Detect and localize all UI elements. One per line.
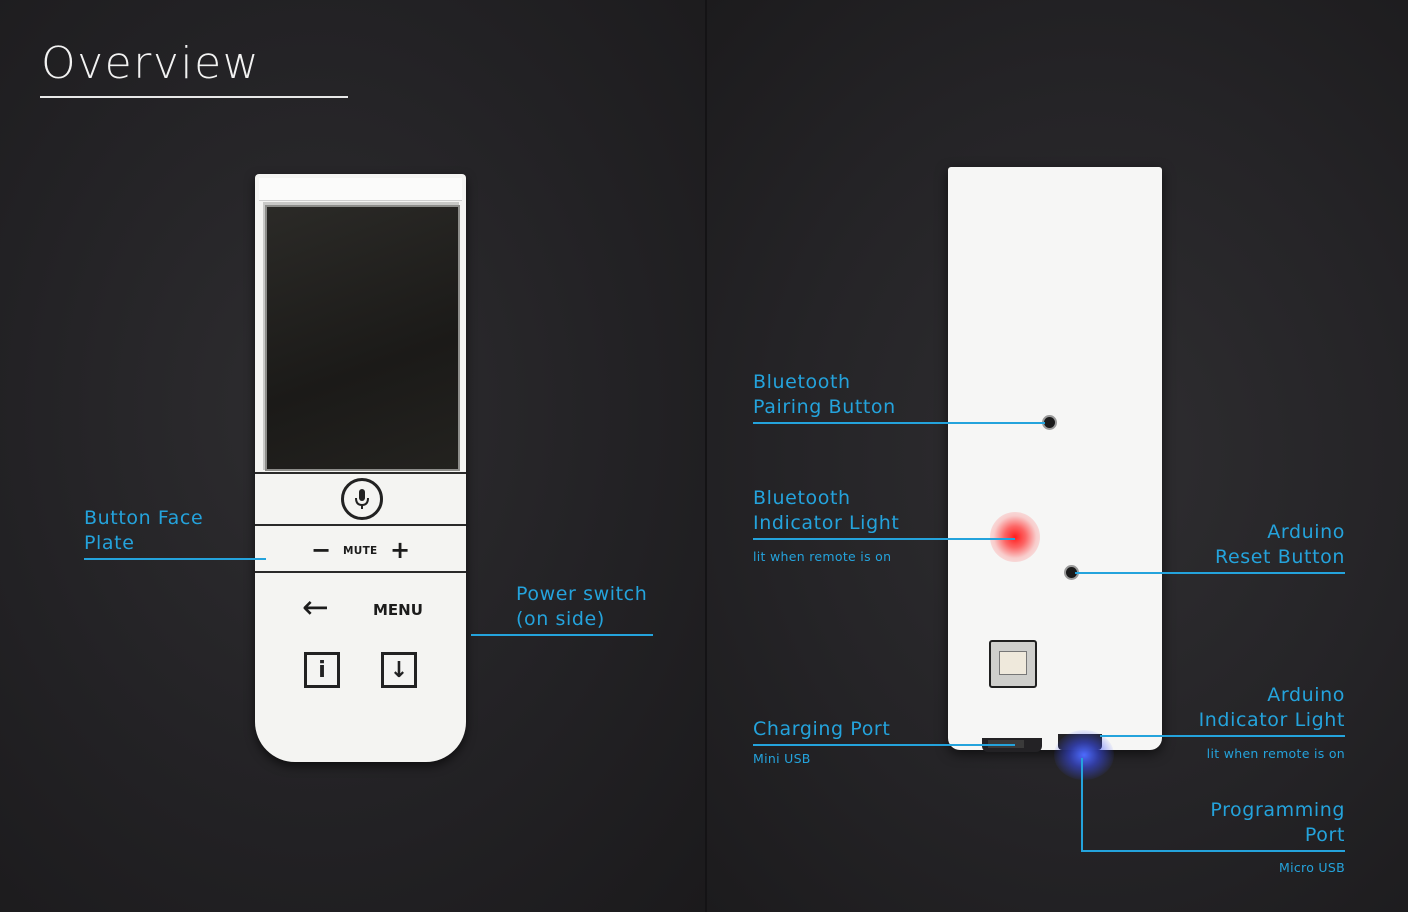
panel-divider <box>705 0 707 912</box>
callout-line: Reset Button <box>1215 546 1345 568</box>
remote-top-strip <box>259 178 462 201</box>
callout-line: Button Face <box>84 507 204 529</box>
callout-line: Indicator Light <box>1198 709 1345 731</box>
download-icon: ↓ <box>381 652 417 688</box>
callout-programming-port: Programming Port <box>1210 798 1345 848</box>
page-title: Overview <box>41 38 261 89</box>
pairing-button-hole <box>1044 417 1055 428</box>
callout-line: Programming <box>1210 799 1345 821</box>
leader-line <box>1075 572 1345 574</box>
red-indicator-light <box>990 512 1040 562</box>
plate-edge <box>255 524 466 526</box>
callout-line: (on side) <box>516 608 605 630</box>
title-underline <box>40 96 348 98</box>
mute-label: MUTE <box>343 545 378 557</box>
callout-note: lit when remote is on <box>753 549 892 564</box>
connector-socket-inner <box>999 651 1027 675</box>
leader-line <box>753 744 1015 746</box>
info-icon: i <box>304 652 340 688</box>
callout-bluetooth-pairing: Bluetooth Pairing Button <box>753 370 896 420</box>
callout-line: Port <box>1304 824 1345 846</box>
connector-socket <box>989 640 1037 688</box>
callout-line: Plate <box>84 532 135 554</box>
minus-icon: − <box>311 536 332 564</box>
callout-line: Power switch <box>516 583 648 605</box>
callout-button-face-plate: Button Face Plate <box>84 506 203 556</box>
callout-line: Bluetooth <box>753 487 851 509</box>
leader-line <box>84 558 266 560</box>
plate-edge <box>255 571 466 573</box>
leader-line <box>753 538 1015 540</box>
plus-icon: + <box>390 536 411 564</box>
callout-note: Mini USB <box>753 751 811 766</box>
callout-arduino-reset: Arduino Reset Button <box>1215 520 1345 570</box>
leader-line <box>471 634 653 636</box>
blue-indicator-light <box>1054 730 1114 780</box>
leader-line <box>1081 850 1345 852</box>
callout-arduino-indicator: Arduino Indicator Light <box>1199 683 1345 733</box>
callout-line: Bluetooth <box>753 371 851 393</box>
remote-front-image: − MUTE + ← MENU i ↓ <box>255 174 466 762</box>
callout-line: Indicator Light <box>753 512 900 534</box>
leader-line <box>753 422 1045 424</box>
microphone-icon <box>341 478 383 520</box>
leader-line <box>1081 758 1083 852</box>
callout-line: Charging Port <box>753 718 891 740</box>
menu-label: MENU <box>373 601 423 619</box>
reset-button-hole <box>1066 567 1077 578</box>
callout-line: Arduino <box>1267 684 1345 706</box>
remote-back-image <box>948 167 1162 750</box>
callout-bluetooth-indicator: Bluetooth Indicator Light <box>753 486 899 536</box>
plate-edge <box>255 472 466 474</box>
callout-line: Arduino <box>1267 521 1345 543</box>
lcd-screen <box>265 205 460 471</box>
callout-note: Micro USB <box>1279 860 1345 875</box>
callout-note: lit when remote is on <box>1206 746 1345 761</box>
callout-charging-port: Charging Port <box>753 717 890 742</box>
callout-power-switch: Power switch (on side) <box>516 582 647 632</box>
back-arrow-icon: ← <box>302 588 329 626</box>
leader-line <box>1100 735 1345 737</box>
callout-line: Pairing Button <box>753 396 896 418</box>
